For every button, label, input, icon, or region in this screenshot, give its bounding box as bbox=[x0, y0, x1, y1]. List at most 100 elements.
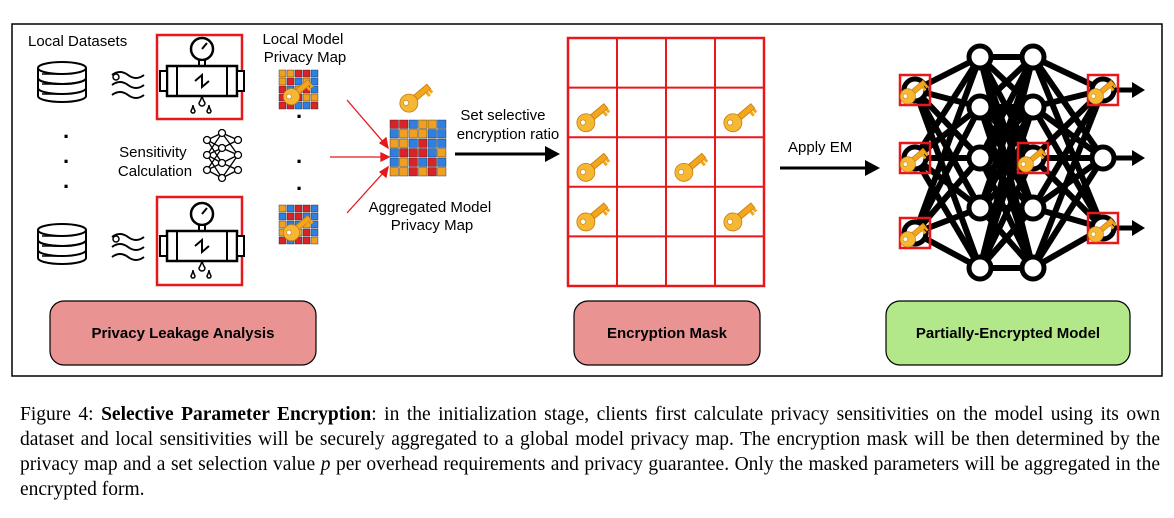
grid-cell bbox=[310, 101, 319, 110]
grid-cell bbox=[408, 119, 418, 129]
grid-cell bbox=[427, 167, 437, 177]
encrypted-param-box bbox=[898, 73, 932, 107]
network-edge bbox=[913, 104, 982, 161]
network-node bbox=[966, 194, 994, 222]
encrypted-param-box bbox=[1086, 73, 1120, 107]
caption-title: Selective Parameter Encryption bbox=[101, 404, 372, 425]
grid-cell bbox=[278, 101, 287, 110]
grid-cell bbox=[427, 148, 437, 158]
caption-part2: per overhead requirements and privacy gu… bbox=[20, 454, 1160, 500]
network-edge bbox=[912, 105, 983, 235]
encrypted-param-box bbox=[898, 216, 932, 250]
apply-em-label: Apply EM bbox=[788, 139, 852, 156]
encryption-mask-grid bbox=[566, 36, 766, 288]
grid-cell bbox=[286, 212, 295, 221]
grid-cell bbox=[418, 119, 428, 129]
grid-cell bbox=[437, 129, 447, 139]
output-arrowhead bbox=[1132, 82, 1145, 98]
grid-cell bbox=[286, 69, 295, 78]
figure-caption: Figure 4: Selective Parameter Encryption… bbox=[20, 402, 1160, 502]
network-edge bbox=[912, 55, 983, 160]
selective-encryption-diagram: Local Datasets . . . . . . Sensitivity C… bbox=[11, 23, 1163, 377]
svg-text:.: . bbox=[63, 118, 69, 143]
grid-cell bbox=[294, 212, 303, 221]
network-node bbox=[966, 43, 994, 71]
grid-cell bbox=[389, 129, 399, 139]
grid-cell bbox=[302, 101, 311, 110]
grid-cell bbox=[286, 77, 295, 86]
database-icon bbox=[37, 223, 87, 265]
set-selective-ratio-label: Set selective encryption ratio bbox=[457, 107, 560, 143]
network-edge bbox=[912, 88, 983, 270]
network-edge bbox=[1030, 55, 1106, 230]
svg-text:.: . bbox=[63, 168, 69, 193]
grid-cell bbox=[302, 69, 311, 78]
svg-text:.: . bbox=[296, 170, 302, 195]
grid-cell bbox=[399, 148, 409, 158]
partially-encrypted-network bbox=[896, 43, 1145, 282]
network-edge bbox=[913, 155, 982, 211]
grid-cell bbox=[399, 119, 409, 129]
network-edge bbox=[1030, 105, 1106, 230]
grid-cell bbox=[389, 119, 399, 129]
network-edge bbox=[977, 156, 1036, 270]
encrypted-param-box bbox=[898, 141, 932, 175]
grid-cell bbox=[399, 157, 409, 167]
arrow-right bbox=[780, 160, 880, 176]
local-datasets-label: Local Datasets bbox=[28, 33, 127, 50]
network-node bbox=[966, 254, 994, 282]
grid-cell bbox=[278, 77, 287, 86]
local-model-privacy-map-label: Local Model Privacy Map bbox=[262, 31, 347, 66]
grid-cell bbox=[302, 236, 311, 245]
grid-cell bbox=[310, 93, 319, 102]
grid-cell bbox=[294, 101, 303, 110]
grid-cell bbox=[278, 212, 287, 221]
encrypted-param-box bbox=[1086, 211, 1120, 245]
encryption-mask-box: Encryption Mask bbox=[573, 300, 761, 366]
grid-cell bbox=[310, 212, 319, 221]
grid-cell bbox=[418, 157, 428, 167]
grid-cell bbox=[437, 148, 447, 158]
partially-encrypted-model-box: Partially-Encrypted Model bbox=[885, 300, 1131, 366]
grid-cell bbox=[278, 236, 287, 245]
grid-cell bbox=[294, 69, 303, 78]
caption-prefix: Figure 4: bbox=[20, 404, 102, 425]
caption-var: p bbox=[320, 454, 331, 475]
grid-cell bbox=[294, 204, 303, 213]
grid-cell bbox=[427, 138, 437, 148]
grid-cell bbox=[310, 220, 319, 229]
grid-cell bbox=[437, 167, 447, 177]
grid-cell bbox=[408, 157, 418, 167]
network-edge bbox=[912, 156, 983, 270]
aggregated-privacy-map-grid bbox=[389, 119, 447, 177]
sensitivity-calculation-label: Sensitivity Calculation bbox=[118, 144, 192, 180]
grid-cell bbox=[310, 228, 319, 237]
network-edge bbox=[912, 55, 983, 235]
grid-cell bbox=[408, 167, 418, 177]
grid-cell bbox=[310, 77, 319, 86]
svg-text:Partially-Encrypted Model: Partially-Encrypted Model bbox=[916, 325, 1100, 342]
grid-cell bbox=[399, 129, 409, 139]
grid-cell bbox=[418, 138, 428, 148]
privacy-leakage-analysis-box: Privacy Leakage Analysis bbox=[49, 300, 317, 366]
grid-cell bbox=[310, 204, 319, 213]
network-node bbox=[1019, 93, 1047, 121]
grid-cell bbox=[302, 204, 311, 213]
grid-cell bbox=[278, 69, 287, 78]
grid-cell bbox=[418, 129, 428, 139]
grid-cell bbox=[389, 157, 399, 167]
output-arrowhead bbox=[1132, 150, 1145, 166]
grid-cell bbox=[278, 204, 287, 213]
network-edge bbox=[977, 106, 1036, 269]
network-node bbox=[1019, 254, 1047, 282]
svg-text:Privacy Leakage Analysis: Privacy Leakage Analysis bbox=[92, 325, 275, 342]
grid-cell bbox=[427, 129, 437, 139]
network-edge bbox=[1030, 155, 1106, 231]
grid-cell bbox=[389, 138, 399, 148]
grid-cell bbox=[294, 77, 303, 86]
grid-cell bbox=[408, 148, 418, 158]
network-node bbox=[966, 93, 994, 121]
grid-cell bbox=[437, 138, 447, 148]
grid-cell bbox=[310, 69, 319, 78]
grid-cell bbox=[389, 148, 399, 158]
